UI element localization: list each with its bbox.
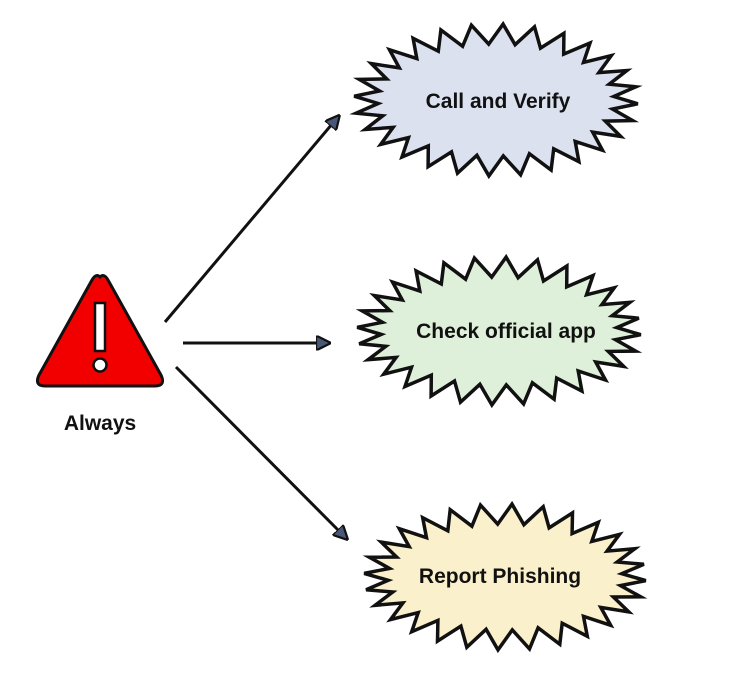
starburst-shape xyxy=(349,20,643,180)
starburst-shape xyxy=(362,500,648,654)
action-call-and-verify: Call and Verify xyxy=(349,20,643,180)
action-label: Check official app xyxy=(416,320,596,343)
source-label: Always xyxy=(64,412,136,435)
action-label: Report Phishing xyxy=(419,565,581,588)
arrow-to-call-and-verify xyxy=(163,117,338,323)
starburst-shape xyxy=(355,253,643,409)
arrow-to-report-phishing xyxy=(174,365,346,538)
action-label: Call and Verify xyxy=(426,90,571,113)
action-report-phishing: Report Phishing xyxy=(362,500,648,654)
action-check-official-app: Check official app xyxy=(355,253,643,409)
warning-triangle-icon xyxy=(36,274,164,388)
